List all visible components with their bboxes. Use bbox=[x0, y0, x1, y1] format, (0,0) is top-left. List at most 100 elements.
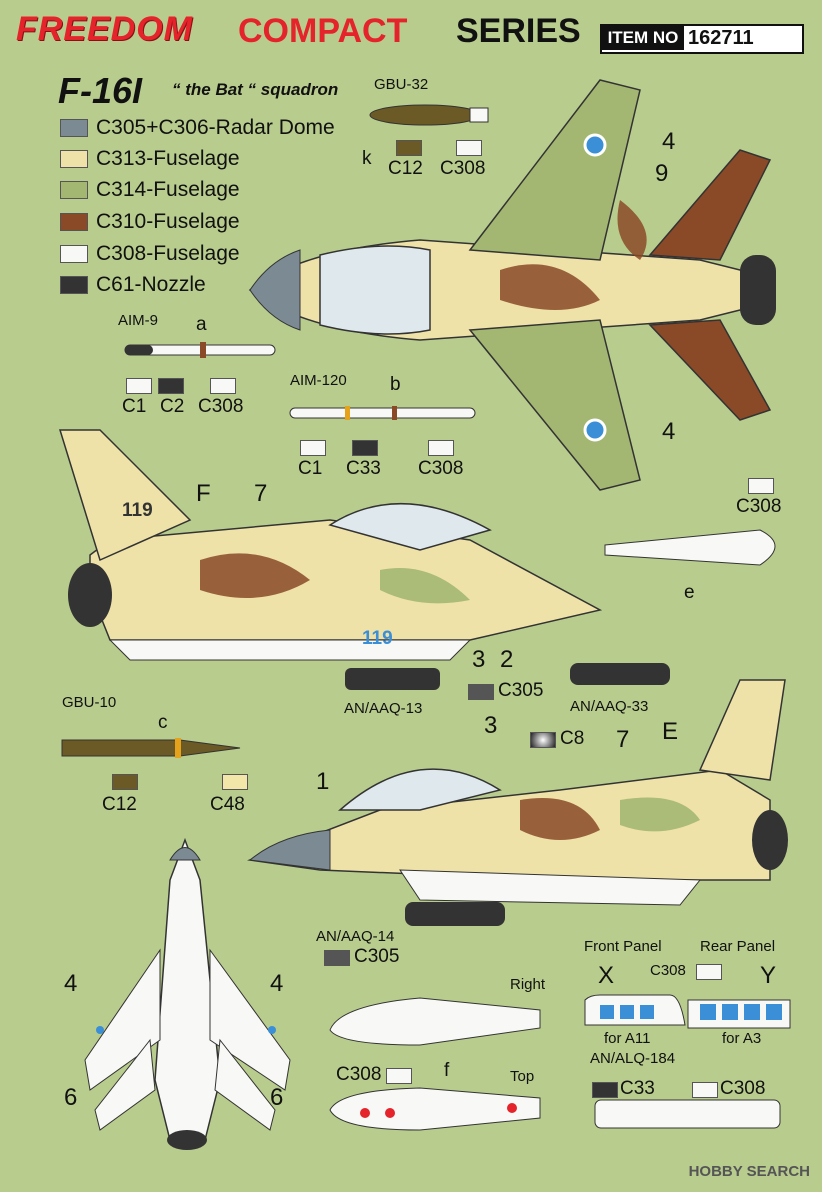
gbu32-code-1: C12 bbox=[388, 158, 423, 179]
aim120-chip-c33 bbox=[352, 440, 378, 456]
c33-label: C33 bbox=[620, 1078, 655, 1099]
callout-3-lower: 3 bbox=[484, 712, 498, 739]
gbu10-chip-c12 bbox=[112, 774, 138, 790]
tank-e-code: C308 bbox=[736, 496, 782, 517]
alq184-label: AN/ALQ-184 bbox=[590, 1050, 676, 1067]
panel-x-letter: X bbox=[598, 962, 615, 989]
side-view-jet-lower bbox=[247, 679, 788, 926]
legend-item-c61: C61-Nozzle bbox=[60, 273, 206, 297]
aim120-chip-c1 bbox=[300, 440, 326, 456]
pod-c308-label: C308 bbox=[720, 1078, 766, 1099]
callout-9: 9 bbox=[655, 160, 669, 187]
top-view-jet bbox=[248, 79, 776, 491]
tank-f bbox=[329, 997, 541, 1131]
panel-y-letter: Y bbox=[760, 962, 777, 989]
gbu10-name: GBU-10 bbox=[62, 694, 117, 711]
aim9-name: AIM-9 bbox=[118, 312, 159, 329]
aim9-code-2: C2 bbox=[160, 396, 185, 417]
model-subtitle: “ the Bat “ squadron bbox=[172, 80, 339, 99]
gbu32-name: GBU-32 bbox=[374, 76, 429, 93]
legend-swatch bbox=[60, 119, 88, 137]
tank-f-code: C308 bbox=[336, 1064, 382, 1085]
alq184-pod bbox=[594, 1099, 781, 1129]
watermark: HOBBY SEARCH bbox=[688, 1163, 810, 1180]
aim120-chip-c308 bbox=[428, 440, 454, 456]
aim9-chip-c1 bbox=[126, 378, 152, 394]
callout-4-right: 4 bbox=[270, 970, 284, 997]
cockpit-panels bbox=[584, 994, 791, 1029]
callout-6-left: 6 bbox=[64, 1084, 78, 1111]
aaq14-label: AN/AAQ-14 bbox=[316, 928, 395, 945]
front-panel-label: Front Panel bbox=[584, 938, 662, 955]
aaq33-label: AN/AAQ-33 bbox=[570, 698, 649, 715]
tank-e-chip bbox=[748, 478, 774, 494]
legend-item-radar: C305+C306-Radar Dome bbox=[60, 116, 335, 140]
aaq13-label: AN/AAQ-13 bbox=[344, 700, 423, 717]
aim9-chip-c308 bbox=[210, 378, 236, 394]
legend-item-c310: C310-Fuselage bbox=[60, 210, 240, 234]
legend-item-c313: C313-Fuselage bbox=[60, 147, 240, 171]
aim120-name: AIM-120 bbox=[290, 372, 347, 389]
c305-label-b: C305 bbox=[354, 946, 400, 967]
c305-chip-a bbox=[468, 684, 494, 700]
aaq33-pod bbox=[570, 663, 670, 685]
tank-e-letter: e bbox=[684, 582, 695, 603]
c8-chip bbox=[530, 732, 556, 748]
aim9-chip-c2 bbox=[158, 378, 184, 394]
aim120-code-3: C308 bbox=[418, 458, 464, 479]
panel-for-a3: for A3 bbox=[722, 1030, 762, 1047]
gbu10-code-2: C48 bbox=[210, 794, 245, 815]
aim120-missile bbox=[289, 406, 476, 420]
tank-f-chip bbox=[386, 1068, 412, 1084]
panel-c308-label: C308 bbox=[650, 962, 686, 979]
callout-4-bottom: 4 bbox=[662, 418, 676, 445]
panel-c308-chip bbox=[696, 964, 722, 980]
aim9-missile bbox=[124, 342, 276, 358]
callout-2: 2 bbox=[500, 646, 514, 673]
rear-panel-label: Rear Panel bbox=[700, 938, 776, 955]
bottom-view-jet bbox=[84, 837, 291, 1150]
compact-title: COMPACT bbox=[238, 12, 408, 50]
model-name: F-16I bbox=[58, 70, 143, 111]
side-view-jet-upper bbox=[58, 429, 603, 690]
legend-swatch bbox=[60, 181, 88, 199]
c305-label-a: C305 bbox=[498, 680, 544, 701]
legend-item-c308: C308-Fuselage bbox=[60, 242, 240, 266]
legend-swatch bbox=[60, 213, 88, 231]
aim9-code-1: C1 bbox=[122, 396, 147, 417]
callout-3-upper: 3 bbox=[472, 646, 486, 673]
callout-6-right: 6 bbox=[270, 1084, 284, 1111]
gbu10-bomb bbox=[61, 738, 241, 758]
gbu32-chip-c308 bbox=[456, 140, 482, 156]
c33-chip bbox=[592, 1082, 618, 1098]
callout-7-lower: 7 bbox=[616, 726, 630, 753]
c8-label: C8 bbox=[560, 728, 585, 749]
aim120-code-1: C1 bbox=[298, 458, 323, 479]
tank-f-right-label: Right bbox=[510, 976, 546, 993]
tank-f-letter: f bbox=[444, 1060, 450, 1081]
c305-chip-b bbox=[324, 950, 350, 966]
callout-1: 1 bbox=[316, 768, 330, 795]
item-label: ITEM NO bbox=[602, 26, 684, 50]
pod-c308-chip bbox=[692, 1082, 718, 1098]
tail-number: 119 bbox=[122, 500, 153, 521]
tank-f-top-label: Top bbox=[510, 1068, 535, 1085]
callout-7-upper: 7 bbox=[254, 480, 268, 507]
gbu32-letter: k bbox=[362, 148, 372, 169]
legend-swatch bbox=[60, 245, 88, 263]
callout-E: E bbox=[662, 718, 679, 745]
legend-swatch bbox=[60, 276, 88, 294]
gbu10-code-1: C12 bbox=[102, 794, 137, 815]
gbu10-letter: c bbox=[158, 712, 168, 733]
callout-F: F bbox=[196, 480, 211, 507]
brand-logo: FREEDOM bbox=[16, 10, 193, 48]
gbu32-code-2: C308 bbox=[440, 158, 486, 179]
item-number: 162711 bbox=[688, 27, 754, 49]
aim9-code-3: C308 bbox=[198, 396, 244, 417]
panel-for-a11: for A11 bbox=[604, 1030, 651, 1047]
tank-e bbox=[604, 529, 776, 566]
legend-swatch bbox=[60, 150, 88, 168]
aim9-letter: a bbox=[196, 314, 207, 335]
aim120-letter: b bbox=[390, 374, 401, 395]
